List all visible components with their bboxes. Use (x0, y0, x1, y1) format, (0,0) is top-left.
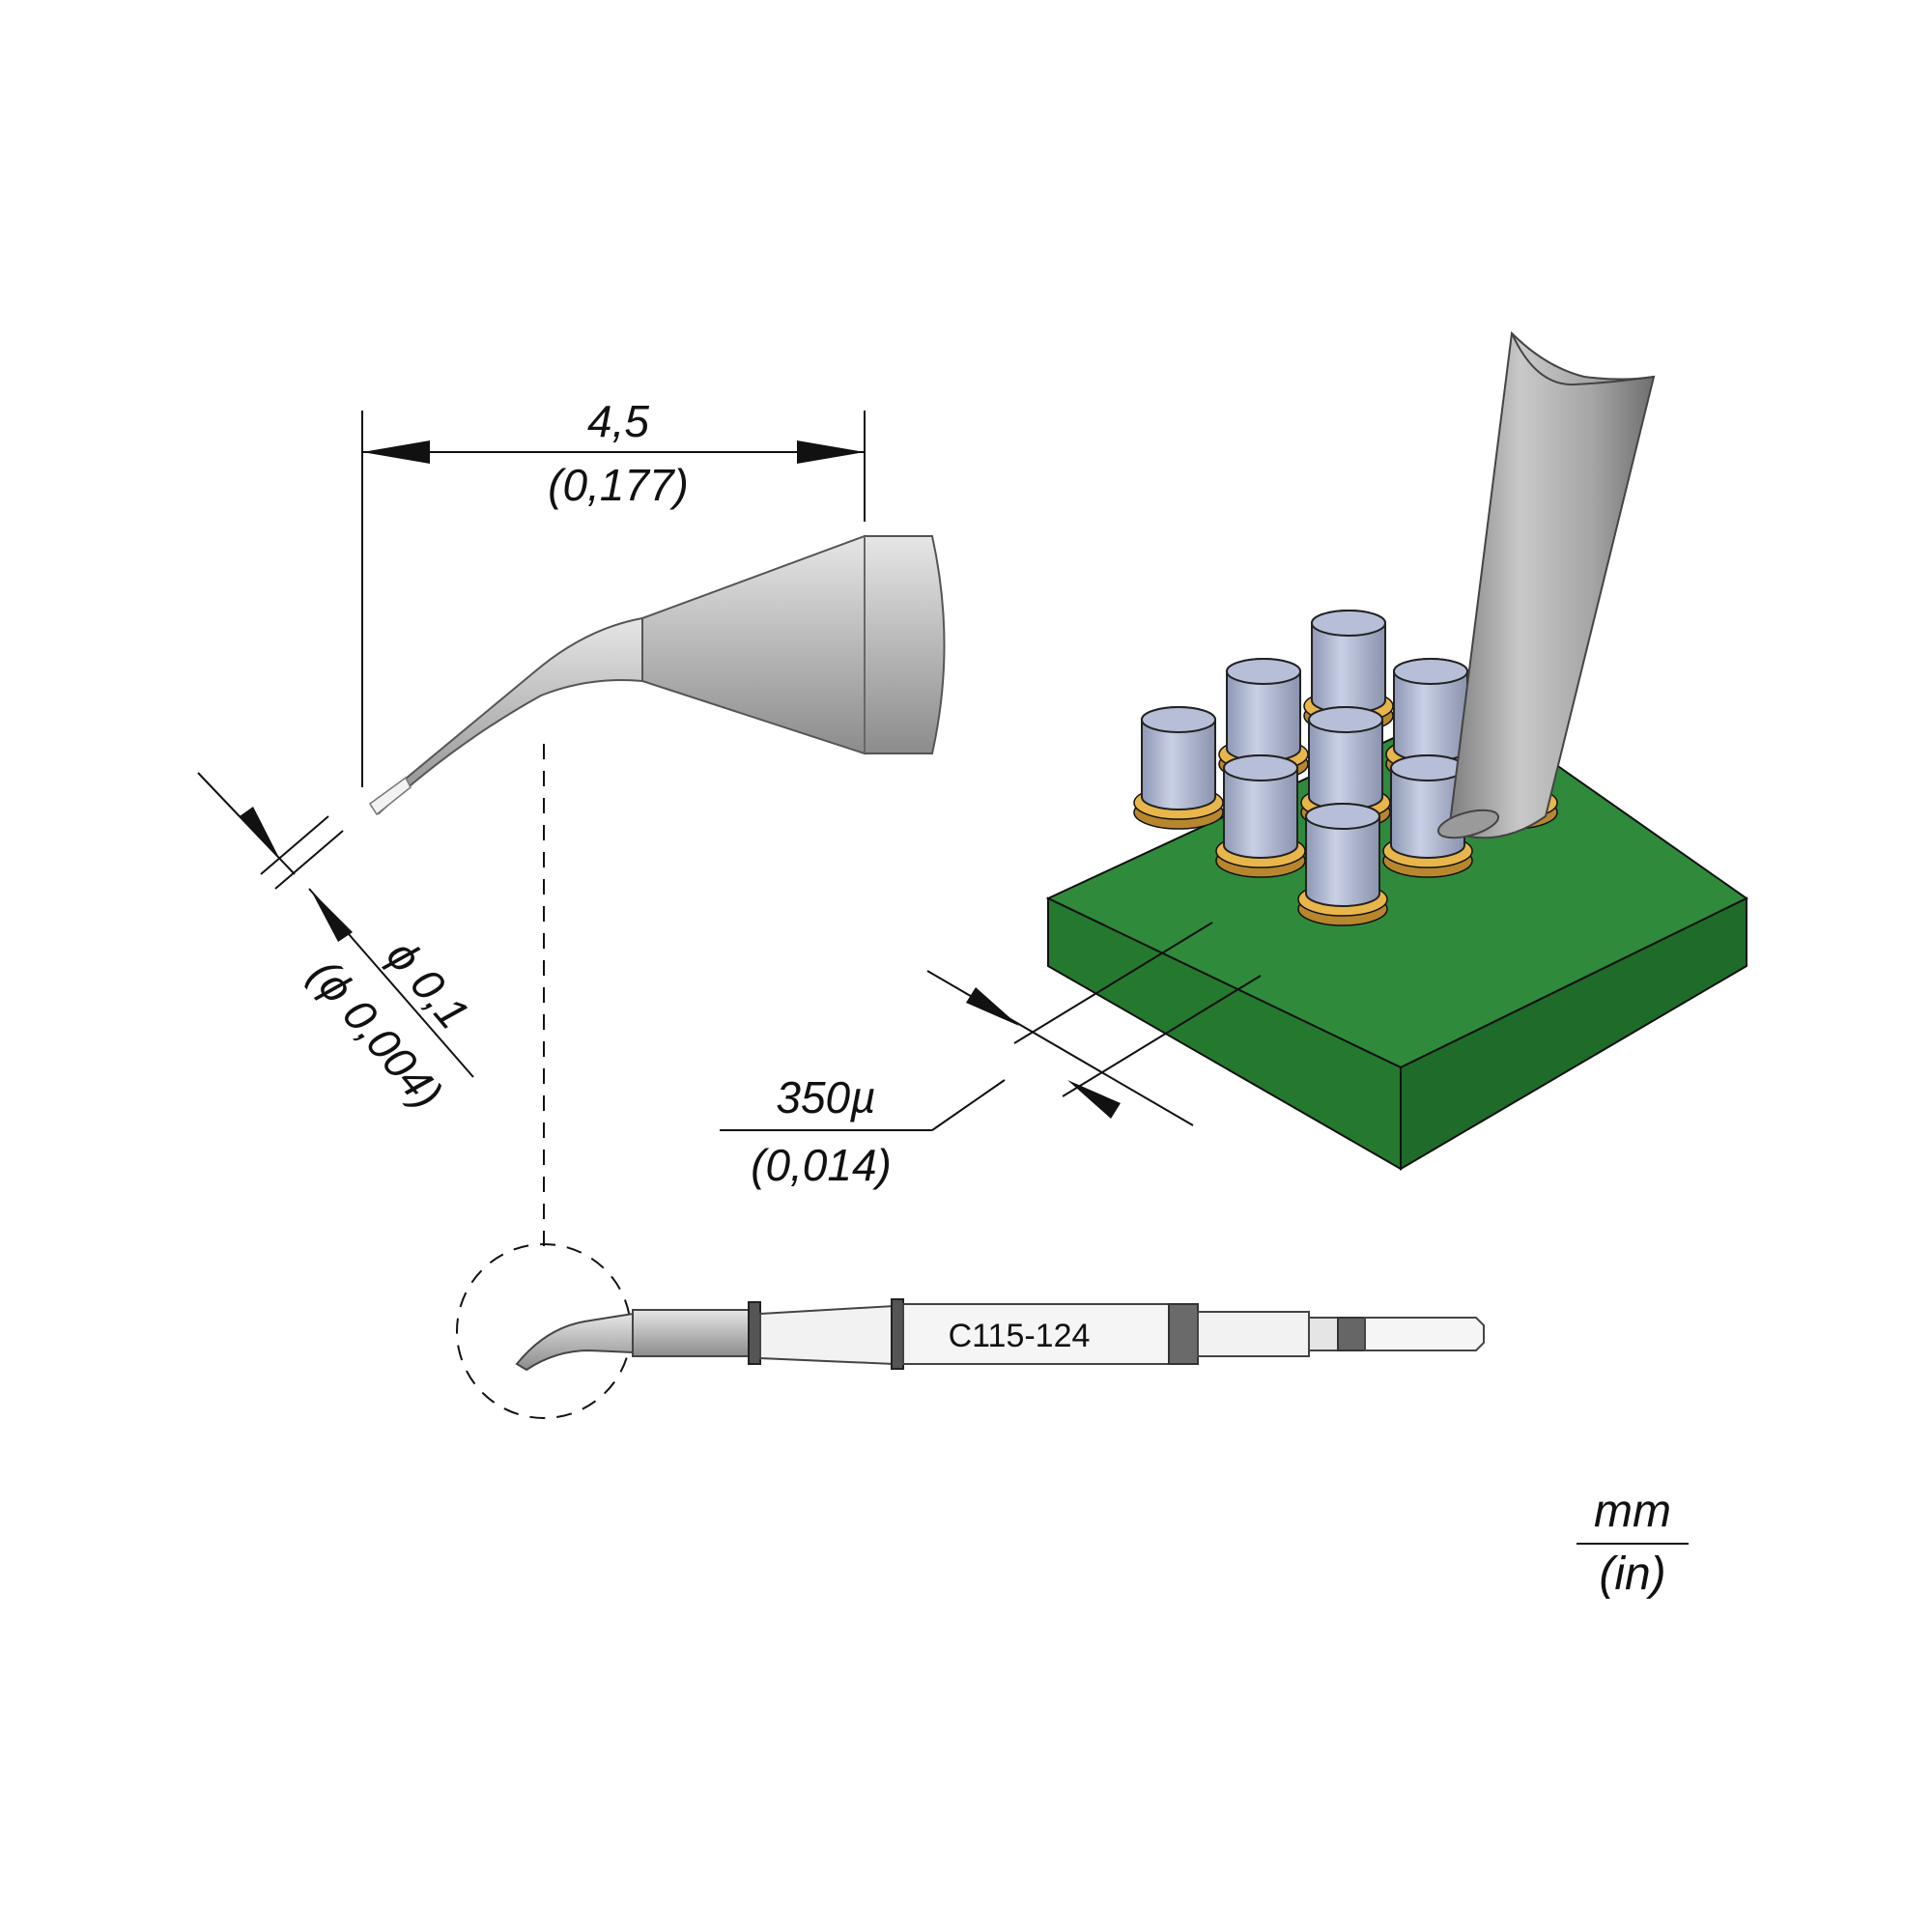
pitch-ext-line-2 (1062, 975, 1262, 1097)
diameter-ext-line-1 (260, 815, 329, 875)
cartridge-label-body (902, 1303, 1170, 1365)
tip-length-inch: (0,177) (548, 460, 689, 510)
cartridge-rear-2 (1308, 1317, 1339, 1351)
pitch-inch: (0,014) (751, 1140, 892, 1190)
diameter-ext-line-2 (274, 830, 344, 890)
cartridge-drawing: C115-124 (456, 1243, 1485, 1419)
solder-ball-top (1308, 706, 1383, 733)
iron-tip-broken-edge (1511, 332, 1655, 386)
bga-board-scene: 350µ (0,014) (720, 330, 1748, 1190)
solder-ball-top (1223, 754, 1298, 781)
pitch-arrow-2 (1067, 1080, 1121, 1119)
diameter-arrow-bottom (311, 891, 353, 942)
solder-ball-top (1305, 803, 1380, 830)
units-primary: mm (1594, 1486, 1671, 1537)
units-legend: mm (in) (1577, 1486, 1689, 1600)
cartridge-rear-1 (1197, 1311, 1310, 1357)
tip-needle-point (368, 776, 412, 816)
length-arrow-right (797, 440, 865, 464)
iron-tip-shaft (1447, 330, 1656, 839)
pitch-ext-line-1 (1013, 922, 1213, 1044)
solder-ball-top (1226, 658, 1301, 685)
solder-ball-top (1393, 658, 1468, 685)
pitch-leader-diag (931, 1079, 1006, 1131)
cartridge-front-body (632, 1309, 754, 1357)
cartridge-dark-band (1168, 1303, 1199, 1365)
part-number-label: C115-124 (949, 1318, 1091, 1354)
tip-length-mm: 4,5 (587, 396, 649, 446)
cartridge-ring-2 (891, 1298, 904, 1370)
cartridge-pin (1364, 1317, 1485, 1351)
pcb-right-face (1400, 896, 1747, 1171)
tip-collar (864, 535, 946, 754)
pitch-arrow-1 (966, 987, 1019, 1026)
tip-needle (370, 616, 643, 815)
iron-tip-end (1436, 809, 1500, 839)
pitch-mm: 350µ (776, 1072, 875, 1122)
solder-ball-top (1141, 706, 1216, 733)
solder-ball-top (1311, 610, 1386, 637)
tip-cone (641, 534, 866, 755)
cartridge-ring-1 (748, 1301, 761, 1365)
diameter-arrow-top (240, 807, 280, 860)
cartridge-tip (515, 1312, 634, 1372)
solder-ball-top (1390, 754, 1465, 781)
length-arrow-left (362, 440, 430, 464)
units-secondary: (in) (1599, 1548, 1665, 1600)
cartridge-tube (759, 1304, 895, 1366)
cartridge-dark-band-2 (1337, 1317, 1366, 1351)
